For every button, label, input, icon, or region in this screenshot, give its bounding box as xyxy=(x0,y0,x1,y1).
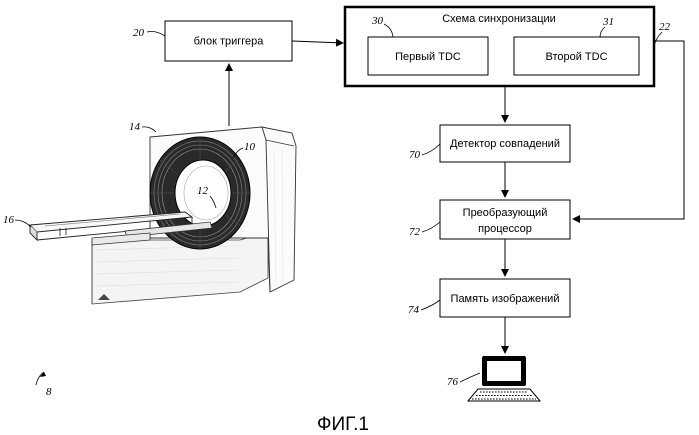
coincidence-detector-label: Детектор совпадений xyxy=(450,138,560,150)
ref-sync-circuit: 22 xyxy=(659,21,671,33)
arrow-trigger-to-sync xyxy=(292,41,343,43)
sync-circuit-label: Схема синхронизации xyxy=(442,13,556,25)
ref-bore: 12 xyxy=(197,185,209,197)
ref-system: 8 xyxy=(46,386,52,398)
display-monitor-icon xyxy=(468,356,540,401)
ref-second-tdc: 31 xyxy=(602,16,614,28)
ref-gantry-ring: 10 xyxy=(244,141,256,153)
ref-patient-table: 16 xyxy=(3,214,15,226)
ref-image-memory: 74 xyxy=(408,304,420,316)
ref-processor: 72 xyxy=(409,226,421,238)
trigger-block-label: блок триггера xyxy=(194,36,265,48)
figure-caption: ФИГ.1 xyxy=(317,414,369,435)
ref-trigger: 20 xyxy=(133,27,145,39)
ref-coincidence-detector: 70 xyxy=(409,149,421,161)
ref-display: 76 xyxy=(447,376,459,388)
ref-scanner-housing: 14 xyxy=(129,121,141,133)
processor-label-line2: процессор xyxy=(478,223,532,235)
processor-block: Преобразующий процессор xyxy=(440,200,570,239)
second-tdc-block: Второй TDC xyxy=(514,37,639,75)
ref-first-tdc: 30 xyxy=(371,15,384,27)
image-memory-block: Память изображений xyxy=(440,279,570,317)
processor-label-line1: Преобразующий xyxy=(463,207,548,219)
second-tdc-label: Второй TDC xyxy=(545,51,607,63)
image-memory-label: Память изображений xyxy=(451,293,560,305)
trigger-block: блок триггера xyxy=(165,21,292,61)
first-tdc-label: Первый TDC xyxy=(395,51,461,63)
coincidence-detector-block: Детектор совпадений xyxy=(440,125,570,162)
pet-scanner-illustration xyxy=(30,127,296,304)
first-tdc-block: Первый TDC xyxy=(368,37,488,75)
